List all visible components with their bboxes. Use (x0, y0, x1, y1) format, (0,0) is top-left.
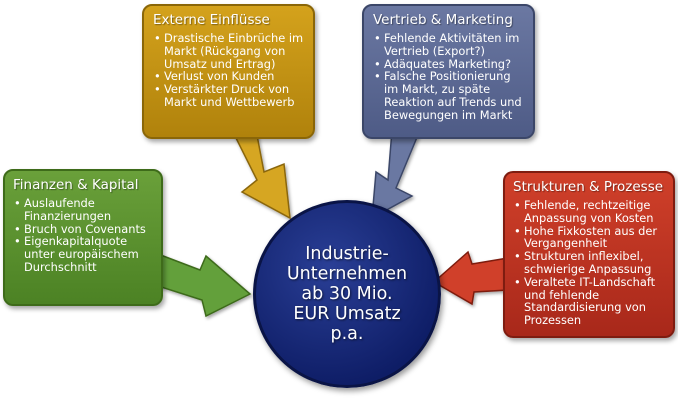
list-item: Auslaufende Finanzierungen (14, 197, 153, 223)
box-vertrieb-marketing: Vertrieb & Marketing Fehlende Aktivitäte… (362, 4, 535, 139)
box-title: Finanzen & Kapital (13, 177, 139, 193)
list-item: Verstärkter Druck von Markt und Wettbewe… (154, 83, 304, 109)
box-finanzen-kapital: Finanzen & Kapital Auslaufende Finanzier… (3, 169, 163, 306)
box-externe-einfluesse: Externe Einflüsse Drastische Einbrüche i… (142, 4, 315, 139)
list-item: Veraltete IT-Landschaft und fehlende Sta… (514, 275, 665, 327)
arrow-finanzen (157, 252, 252, 318)
list-item: Falsche Positionierung im Markt, zu spät… (374, 70, 524, 121)
arrow-vertrieb (371, 129, 422, 220)
list-item: Drastische Einbrüche im Markt (Rückgang … (154, 32, 304, 71)
center-circle: Industrie- Unternehmen ab 30 Mio. EUR Um… (253, 200, 441, 388)
list-item: Verlust von Kunden (154, 70, 304, 83)
list-item: Adäquates Marketing? (374, 57, 524, 71)
arrow-strukturen (432, 250, 509, 306)
arrow-externe (230, 129, 291, 220)
bullet-list: Fehlende, rechtzeitige Anpassung von Kos… (513, 199, 665, 327)
bullet-list: Drastische Einbrüche im Markt (Rückgang … (153, 32, 304, 109)
list-item: Fehlende, rechtzeitige Anpassung von Kos… (514, 199, 665, 225)
list-item: Strukturen inflexibel, schwierige Anpass… (514, 250, 665, 276)
box-title: Strukturen & Prozesse (513, 179, 664, 195)
list-item: Fehlende Aktivitäten im Vertrieb (Export… (374, 32, 524, 58)
bullet-list: Auslaufende Finanzierungen Bruch von Cov… (13, 197, 153, 274)
box-title: Externe Einflüsse (153, 12, 270, 28)
box-strukturen-prozesse: Strukturen & Prozesse Fehlende, rechtzei… (503, 171, 675, 338)
center-line: Unternehmen (286, 264, 408, 284)
box-title: Vertrieb & Marketing (373, 12, 513, 28)
list-item: Eigenkapitalquote unter europäischem Dur… (14, 235, 153, 274)
list-item: Hohe Fixkosten aus der Vergangenheit (514, 224, 665, 251)
center-line: EUR Umsatz (293, 304, 401, 324)
center-line: Industrie- (305, 244, 389, 264)
bullet-list: Fehlende Aktivitäten im Vertrieb (Export… (373, 32, 524, 122)
center-line: ab 30 Mio. (301, 284, 393, 304)
center-label: Industrie- Unternehmen ab 30 Mio. EUR Um… (287, 244, 407, 344)
list-item: Bruch von Covenants (14, 222, 153, 236)
center-line: p.a. (330, 324, 364, 344)
